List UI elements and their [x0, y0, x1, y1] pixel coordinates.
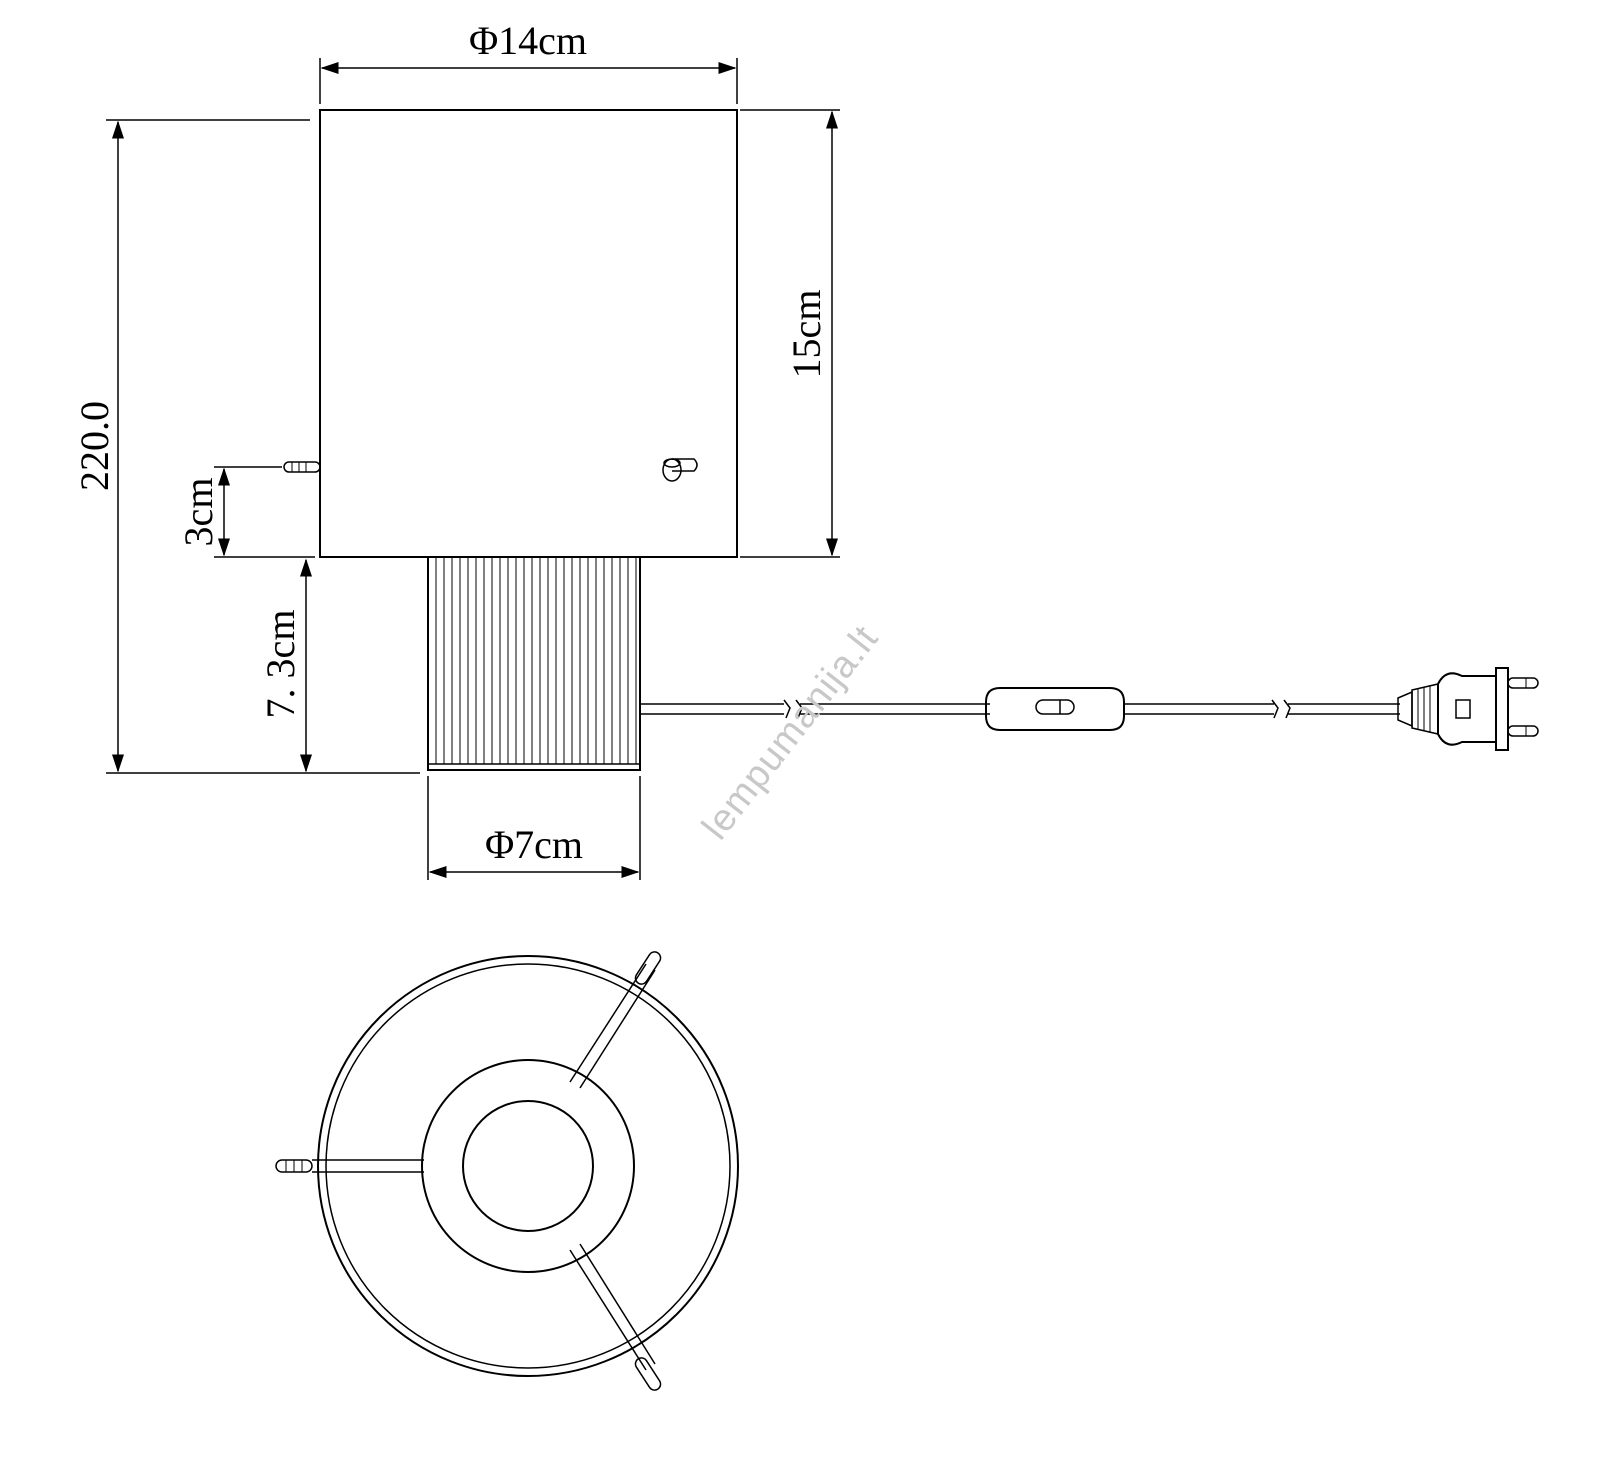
total-height-label: 220.0: [72, 401, 117, 491]
top-view: [275, 951, 739, 1391]
power-cord: [640, 667, 1539, 751]
screw-right: [662, 458, 698, 482]
lamp-shade: [319, 109, 738, 558]
base-outer-ring: [421, 1059, 635, 1273]
spoke-upper-right: [569, 951, 662, 1089]
inline-switch: [985, 687, 1125, 731]
shade-diameter-label: Φ14cm: [469, 18, 587, 63]
base-inner-ring: [462, 1100, 594, 1232]
spoke-left: [275, 1159, 424, 1173]
shade-height-label: 15cm: [784, 290, 829, 379]
shade-outer-ring: [317, 955, 739, 1377]
spoke-lower-right: [569, 1243, 662, 1391]
watermark: lempumanija.lt: [694, 618, 887, 848]
screw-offset-label: 3cm: [176, 478, 221, 547]
side-view: [283, 109, 1539, 771]
dimension-labels: Φ14cm 15cm 220.0 3cm 7. 3cm Φ7cm: [72, 18, 829, 867]
screw-left: [283, 455, 321, 480]
base-diameter-label: Φ7cm: [485, 822, 583, 867]
shade-inner-ring: [325, 963, 731, 1369]
base-ribs: [435, 557, 637, 764]
ribbed-base: [427, 556, 641, 771]
base-height-label: 7. 3cm: [258, 610, 303, 719]
dimension-lines: [106, 58, 840, 880]
euro-plug: [1397, 667, 1539, 751]
